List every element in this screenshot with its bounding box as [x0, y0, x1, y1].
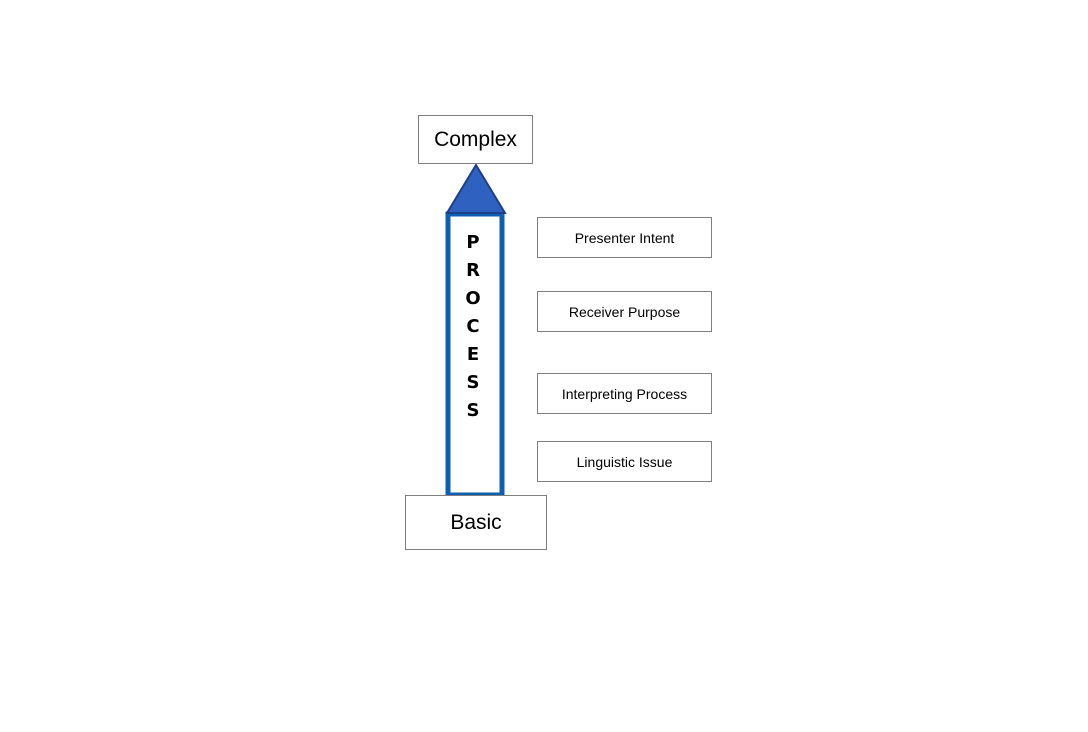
- process-letter: C: [466, 316, 480, 337]
- side-box-label: Receiver Purpose: [568, 303, 681, 320]
- side-box-interpreting-process: Interpreting Process: [537, 373, 712, 414]
- side-box-linguistic-issue: Linguistic Issue: [537, 441, 712, 482]
- side-box-presenter-intent: Presenter Intent: [537, 217, 712, 258]
- basic-box: Basic: [405, 495, 547, 550]
- process-letter: P: [466, 232, 480, 253]
- process-arrow-head: [445, 163, 507, 214]
- complex-box: Complex: [418, 115, 533, 164]
- process-vertical-text: P R O C E S S: [455, 229, 491, 425]
- side-box-receiver-purpose: Receiver Purpose: [537, 291, 712, 332]
- side-box-label: Interpreting Process: [561, 385, 688, 402]
- process-letter: S: [466, 400, 480, 421]
- process-letter: S: [466, 372, 480, 393]
- process-letter: E: [466, 344, 480, 365]
- side-box-label: Linguistic Issue: [576, 453, 673, 470]
- basic-label: Basic: [450, 510, 502, 534]
- process-letter: R: [466, 260, 480, 281]
- process-letter: O: [465, 288, 481, 309]
- side-box-label: Presenter Intent: [574, 229, 675, 246]
- complex-label: Complex: [434, 127, 517, 151]
